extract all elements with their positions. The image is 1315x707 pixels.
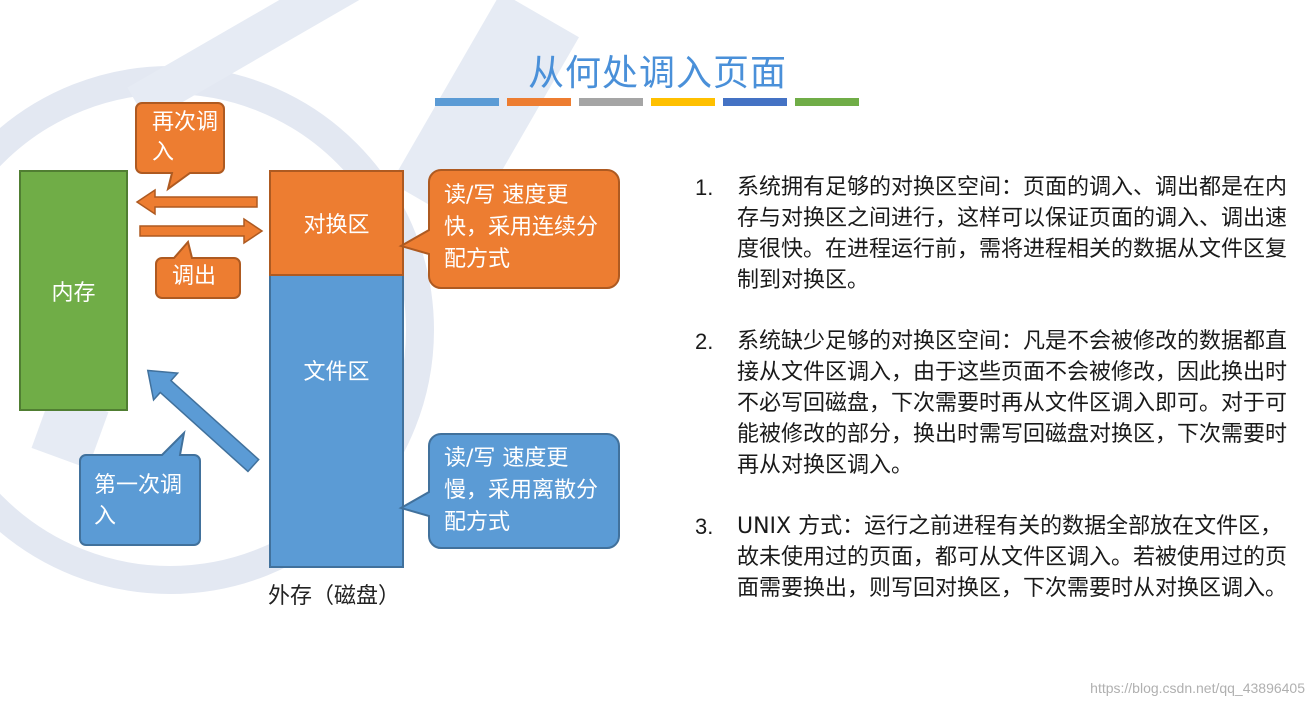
swap-note-text: 读/写 速度更快，采用连续分配方式 [444, 183, 599, 272]
list-text: UNIX 方式：运行之前进程有关的数据全部放在文件区，故未使用过的页面，都可从文… [737, 514, 1288, 601]
list-item: 2. 系统缺少足够的对换区空间：凡是不会被修改的数据都直接从文件区调入，由于这些… [695, 326, 1295, 481]
file-note-text: 读/写 速度更慢，采用离散分配方式 [444, 446, 599, 535]
underline-bar [435, 98, 499, 106]
first-load-callout-shape [79, 430, 201, 546]
swap-in-arrow [135, 188, 258, 216]
memory-label: 内存 [51, 280, 96, 306]
list-text: 系统拥有足够的对换区空间：页面的调入、调出都是在内存与对换区之间进行，这样可以保… [737, 175, 1288, 293]
title-underline-bars [435, 98, 859, 106]
memory-block: 内存 [19, 170, 128, 411]
list-item: 3. UNIX 方式：运行之前进程有关的数据全部放在文件区，故未使用过的页面，都… [695, 511, 1295, 604]
list-number: 3. [695, 514, 714, 539]
list-text: 系统缺少足够的对换区空间：凡是不会被修改的数据都直接从文件区调入，由于这些页面不… [737, 329, 1288, 478]
list-number: 1. [695, 175, 714, 200]
underline-bar [579, 98, 643, 106]
explanation-list: 1. 系统拥有足够的对换区空间：页面的调入、调出都是在内存与对换区之间进行，这样… [695, 172, 1295, 634]
underline-bar [723, 98, 787, 106]
underline-bar [507, 98, 571, 106]
swap-area-block: 对换区 [269, 170, 404, 276]
file-area-label: 文件区 [303, 360, 370, 385]
first-load-arrow [146, 369, 260, 473]
file-area-block: 文件区 [269, 276, 404, 568]
page-title: 从何处调入页面 [527, 53, 787, 94]
swap-area-label: 对换区 [303, 213, 370, 238]
source-url: https://blog.csdn.net/qq_43896405 [1090, 680, 1305, 696]
list-item: 1. 系统拥有足够的对换区空间：页面的调入、调出都是在内存与对换区之间进行，这样… [695, 172, 1295, 296]
swap-out-callout-text: 调出 [172, 264, 217, 289]
swap-note-callout-shape [398, 169, 620, 289]
swap-in-callout-text: 再次调入 [152, 110, 219, 165]
underline-bar [651, 98, 715, 106]
file-note-callout-shape [398, 433, 620, 549]
first-load-callout-text: 第一次调入 [94, 473, 183, 529]
disk-caption: 外存（磁盘） [268, 584, 401, 609]
list-number: 2. [695, 329, 714, 354]
swap-out-callout-shape [155, 239, 241, 299]
underline-bar [795, 98, 859, 106]
swap-out-arrow [139, 217, 264, 245]
swap-in-callout-shape [135, 102, 225, 192]
